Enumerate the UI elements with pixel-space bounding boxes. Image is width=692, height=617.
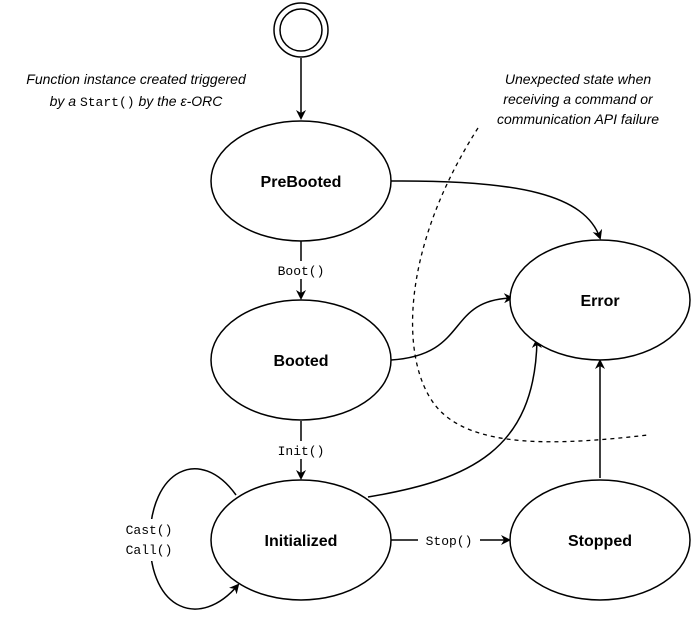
start-annotation-line1: Function instance created triggered: [26, 71, 247, 87]
edge-booted-to-error: [390, 293, 514, 361]
state-booted-label: Booted: [273, 353, 328, 370]
error-boundary-dashed: [411, 127, 649, 443]
transition-boot-label: Boot(): [278, 264, 325, 279]
transition-init-label: Init(): [278, 444, 325, 459]
state-prebooted: PreBooted: [210, 120, 392, 242]
stop-label-bg: [418, 532, 480, 549]
error-annotation-line1: Unexpected state when: [505, 71, 652, 87]
state-prebooted-label: PreBooted: [261, 174, 342, 191]
edge-initialized-to-error: [367, 338, 542, 498]
transition-cast-label: Cast(): [126, 523, 173, 538]
initial-state: [273, 2, 329, 58]
start-annotation-line2: by a Start() by the ε-ORC: [50, 93, 224, 110]
cast-call-label-bg: [116, 519, 184, 561]
error-annotation-line2: receiving a command or: [503, 91, 654, 107]
state-initialized-label: Initialized: [265, 533, 338, 550]
state-stopped-label: Stopped: [568, 533, 632, 550]
transition-call-label: Call(): [126, 543, 173, 558]
transition-stop-label: Stop(): [426, 534, 473, 549]
state-initialized: Initialized: [210, 479, 392, 601]
error-annotation-line3: communication API failure: [497, 111, 659, 127]
init-label-bg: [268, 441, 334, 459]
state-error-label: Error: [580, 293, 619, 310]
state-error: Error: [509, 239, 691, 361]
edge-prebooted-to-error: [390, 180, 603, 240]
state-stopped: Stopped: [509, 479, 691, 601]
boot-label-bg: [268, 261, 334, 279]
state-booted: Booted: [210, 299, 392, 421]
